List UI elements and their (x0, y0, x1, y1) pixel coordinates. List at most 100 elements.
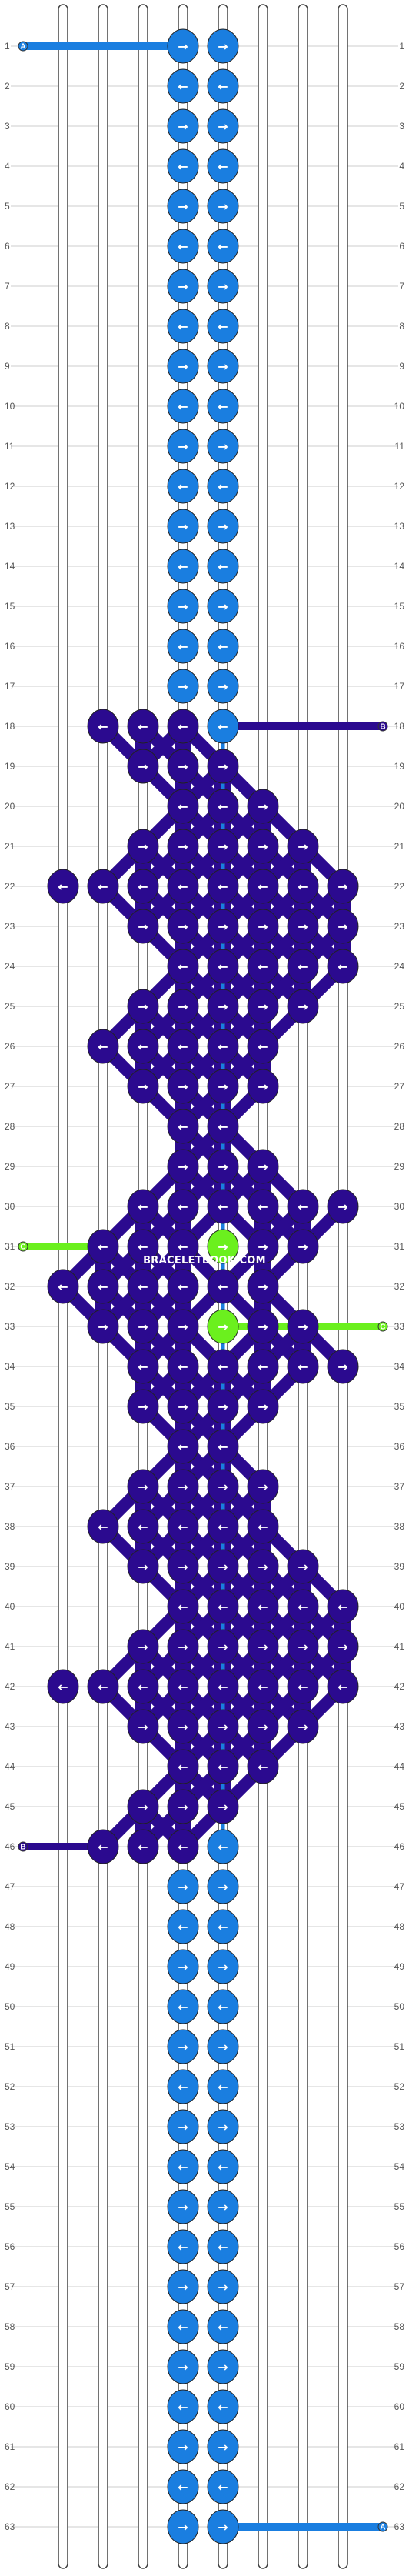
knot (207, 1629, 239, 1664)
knot (207, 68, 239, 104)
knot (167, 1309, 199, 1344)
arrow-left-icon: ← (218, 2320, 228, 2334)
knot (247, 1749, 279, 1784)
row-label-right: 26 (394, 1041, 405, 1052)
knot (127, 909, 159, 944)
arrow-left-icon: ← (98, 1280, 108, 1294)
arrow-right-icon: → (178, 2200, 188, 2214)
row-label-left: 40 (5, 1601, 15, 1612)
row-label-left: 54 (5, 2161, 15, 2172)
knot (167, 509, 199, 544)
knot (207, 2229, 239, 2264)
row-label-right: 61 (394, 2441, 405, 2452)
knot (167, 749, 199, 784)
arrow-left-icon: ← (178, 1520, 188, 1534)
knot (247, 1709, 279, 1744)
arrow-left-icon: ← (138, 1200, 148, 1214)
knot (207, 1789, 239, 1824)
knot (287, 989, 319, 1024)
knot (207, 1469, 239, 1504)
row-label-right: 48 (394, 1921, 405, 1932)
arrow-left-icon: ← (178, 1840, 188, 1854)
arrow-left-icon: ← (298, 879, 308, 894)
arrow-right-icon: → (138, 1720, 148, 1734)
knot (207, 2429, 239, 2464)
row-label-right: 11 (395, 441, 405, 452)
arrow-left-icon: ← (298, 1360, 308, 1374)
knot (247, 1029, 279, 1064)
row-label-left: 35 (5, 1401, 15, 1412)
row-label-right: 49 (394, 1961, 405, 1972)
knot (207, 1029, 239, 1064)
arrow-right-icon: → (178, 39, 188, 54)
arrow-right-icon: → (178, 2440, 188, 2454)
arrow-right-icon: → (178, 599, 188, 614)
arrow-left-icon: ← (178, 879, 188, 894)
arrow-right-icon: → (218, 599, 228, 614)
row-label-left: 8 (5, 321, 10, 332)
knot (207, 2269, 239, 2304)
knot (47, 1269, 79, 1304)
knot (127, 1509, 159, 1544)
arrow-left-icon: ← (58, 879, 68, 894)
arrow-left-icon: ← (298, 1200, 308, 1214)
strand-end-dot (18, 1841, 28, 1852)
row-label-left: 28 (5, 1121, 15, 1132)
knot (207, 1389, 239, 1424)
row-label-right: 19 (394, 761, 405, 772)
knot (247, 1389, 279, 1424)
row-label-left: 27 (5, 1081, 15, 1092)
arrow-right-icon: → (218, 1560, 228, 1574)
arrow-right-icon: → (218, 39, 228, 54)
row-label-right: 20 (394, 801, 405, 812)
row-label-left: 29 (5, 1161, 15, 1172)
knot (207, 1269, 239, 1304)
row-label-left: 12 (5, 481, 15, 492)
knot (327, 1669, 359, 1704)
row-label-left: 2 (5, 81, 10, 92)
arrow-right-icon: → (178, 279, 188, 294)
knot (167, 1269, 199, 1304)
arrow-right-icon: → (218, 1640, 228, 1654)
arrow-right-icon: → (218, 759, 228, 774)
arrow-left-icon: ← (178, 639, 188, 654)
row-label-left: 17 (5, 681, 15, 692)
arrow-left-icon: ← (178, 159, 188, 174)
row-label-right: 18 (394, 721, 405, 732)
row-label-right: 51 (394, 2041, 405, 2052)
row-label-right: 25 (394, 1001, 405, 1012)
arrow-left-icon: ← (298, 1600, 308, 1614)
arrow-right-icon: → (178, 119, 188, 134)
arrow-left-icon: ← (178, 399, 188, 414)
arrow-right-icon: → (338, 1360, 347, 1374)
knot (247, 869, 279, 904)
row-label-left: 15 (5, 601, 15, 612)
knot (167, 189, 199, 224)
knot (167, 469, 199, 504)
knot (207, 2509, 239, 2544)
knot (167, 1429, 199, 1464)
arrow-right-icon: → (218, 439, 228, 454)
knot (207, 1669, 239, 1704)
knot (287, 1589, 319, 1624)
arrow-right-icon: → (258, 1720, 268, 1734)
arrow-right-icon: → (298, 1640, 308, 1654)
knot (327, 949, 359, 984)
knot (167, 1549, 199, 1584)
strand-end-dot (377, 1321, 388, 1332)
arrow-right-icon: → (218, 2040, 228, 2054)
knot (207, 509, 239, 544)
knot (167, 589, 199, 624)
knot (207, 1429, 239, 1464)
knot (127, 709, 159, 744)
arrow-right-icon: → (178, 839, 188, 854)
row-label-right: 63 (394, 2521, 405, 2532)
knot (207, 869, 239, 904)
arrow-right-icon: → (338, 1200, 347, 1214)
arrow-right-icon: → (298, 999, 308, 1014)
knot (207, 669, 239, 704)
arrow-left-icon: ← (178, 79, 188, 94)
knot (207, 2069, 239, 2104)
knot (207, 2189, 239, 2224)
arrow-right-icon: → (178, 359, 188, 374)
